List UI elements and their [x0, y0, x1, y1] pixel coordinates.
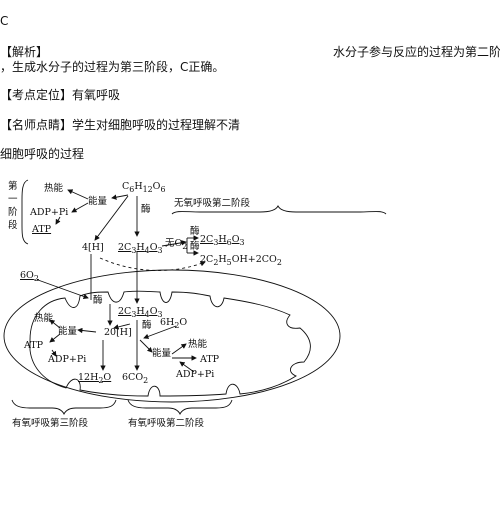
analysis-text-right: 水分子参与反应的过程为第二阶段 [333, 45, 500, 59]
heat-2: 热能 [34, 313, 54, 324]
energy-2: 能量 [58, 326, 78, 337]
section-title: 细胞呼吸的过程 [0, 147, 85, 161]
energy-3: 能量 [152, 348, 172, 359]
knowledge-point-text: 有氧呼吸 [72, 88, 121, 102]
aerobic-stage3-label: 有氧呼吸第三阶段 [12, 418, 89, 429]
mitochondrion-outer [3, 269, 341, 403]
adp-pi-2: ADP+Pi [48, 354, 87, 365]
aerobic-stage2-label: 有氧呼吸第二阶段 [128, 418, 205, 429]
knowledge-point-label: 【考点定位】 [0, 88, 73, 102]
enzyme-1: 酶 [141, 204, 151, 215]
enzyme-anaerobic: 酶 [190, 226, 200, 237]
stage1-brace [21, 179, 29, 245]
hydrogen-20: 20[H] [104, 327, 132, 338]
pyruvate-1: 2C3H4O3 [118, 242, 163, 255]
analysis-text: ，生成水分子的过程为第三阶段，C正确。 [0, 60, 225, 74]
pyruvate-2: 2C3H4O3 [118, 306, 163, 319]
analysis-label: 【解析】 [0, 45, 49, 59]
energy-1: 能量 [88, 196, 108, 207]
enzyme-mito-1: 酶 [93, 295, 103, 306]
teacher-note-label: 【名师点睛】 [0, 118, 73, 132]
anaerobic-title: 无氧呼吸第二阶段 [174, 198, 251, 209]
lactate: 2C3H6O3 [200, 234, 245, 247]
hydrogen-4: 4[H] [82, 242, 104, 253]
stage1-label: 第 一 阶 段 [8, 181, 18, 231]
mitochondrion-inner [29, 290, 311, 397]
answer-letter: C [0, 14, 9, 28]
enzyme-mito-2: 酶 [142, 320, 152, 331]
ethanol-co2: 2C2H5OH+2CO2 [200, 254, 282, 267]
heat-3: 热能 [188, 339, 208, 350]
water-12: 12H2O [78, 372, 112, 385]
oxygen-6: 6O2 [20, 270, 39, 283]
water-6: 6H2O [160, 317, 188, 330]
atp-3: ATP [200, 354, 220, 365]
glucose: C6H12O6 [122, 181, 166, 194]
adp-pi-1: ADP+Pi [30, 207, 69, 218]
adp-pi-3: ADP+Pi [176, 369, 215, 380]
atp-1: ATP [32, 224, 52, 235]
co2-6: 6CO2 [122, 372, 149, 385]
teacher-note: 【名师点睛】学生对细胞呼吸的过程理解不清 [0, 118, 240, 132]
atp-2: ATP [24, 340, 44, 351]
knowledge-point: 【考点定位】有氧呼吸 [0, 88, 120, 102]
teacher-note-text: 学生对细胞呼吸的过程理解不清 [72, 118, 241, 132]
enzyme-anaerobic-2: 酶 [190, 241, 200, 252]
no-oxygen: 无O2 [165, 238, 188, 251]
heat-1: 热能 [44, 183, 64, 194]
